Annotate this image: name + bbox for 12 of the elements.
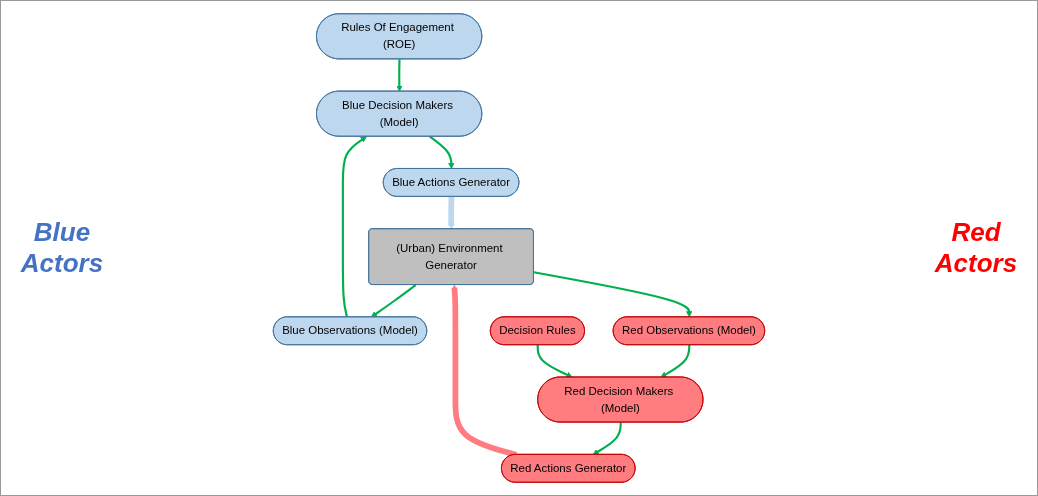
side-label: Blue Actors: [19, 217, 105, 279]
arrow: [396, 59, 403, 92]
arrow: [429, 135, 455, 170]
arrow: [533, 271, 693, 318]
arrow: [370, 284, 417, 318]
arrow: [660, 345, 691, 378]
arrow: [341, 136, 367, 318]
arrow: [448, 196, 455, 230]
side-label: Red Actors: [933, 217, 1019, 279]
arrow: [536, 345, 573, 378]
arrow: [451, 284, 517, 458]
arrow: [592, 422, 622, 455]
